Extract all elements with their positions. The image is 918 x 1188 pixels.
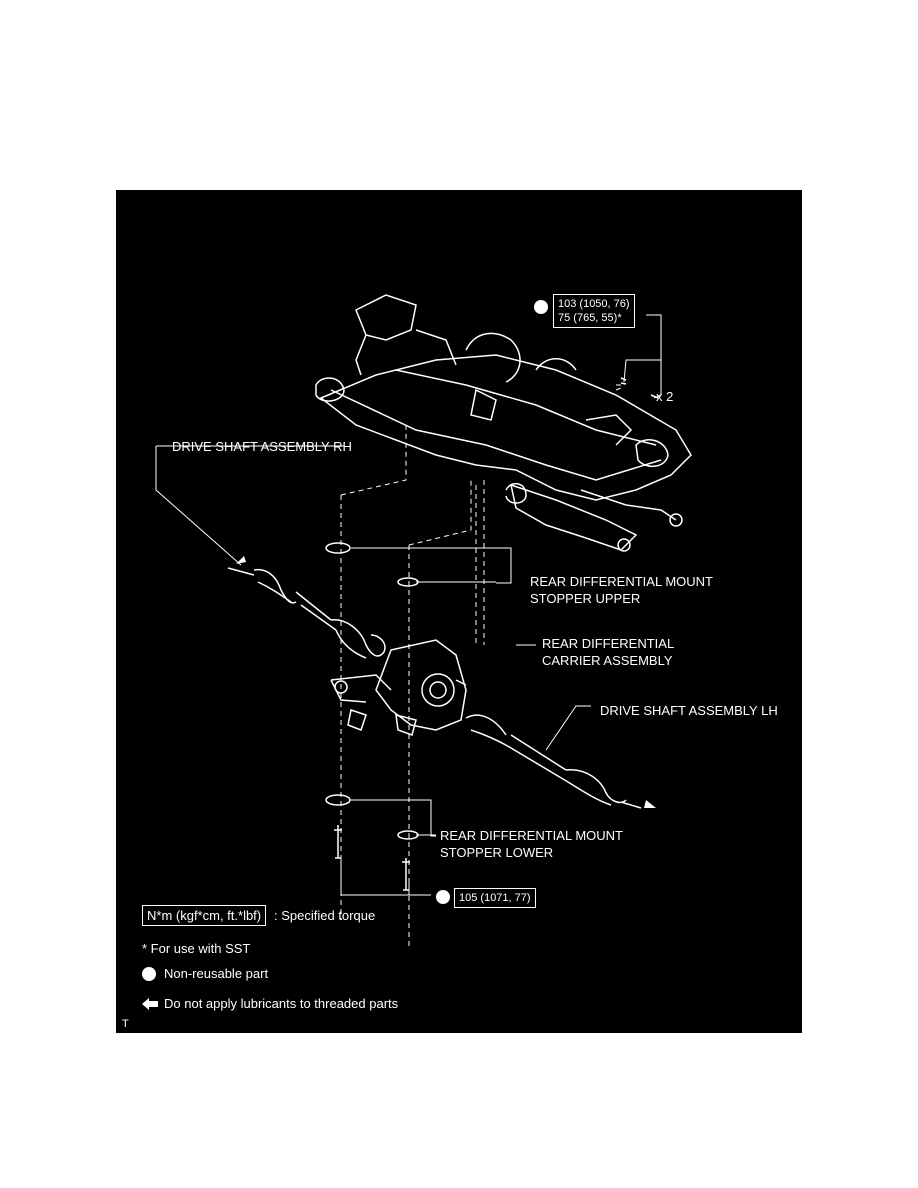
- upper-bolt-2: [650, 394, 659, 399]
- arrow-icon-rh: [236, 556, 246, 564]
- legend-torque-desc: : Specified torque: [274, 908, 376, 923]
- legend-arrow-icon: [142, 998, 158, 1010]
- diagram-panel: 103 (1050, 76) 75 (765, 55)* x 2 DRIVE S…: [116, 190, 802, 1033]
- legend-non-reusable-icon: [142, 967, 156, 981]
- legend-torque-unit: N*m (kgf*cm, ft.*lbf): [142, 905, 267, 926]
- drive-shaft-rh: [227, 567, 386, 659]
- label-stopper-upper-1: REAR DIFFERENTIAL MOUNT: [530, 574, 713, 589]
- non-reusable-icon-upper: [534, 300, 548, 314]
- arrow-icon-lh: [644, 800, 656, 808]
- label-stopper-lower-1: REAR DIFFERENTIAL MOUNT: [440, 828, 623, 843]
- stopper-lower-washer-2: [397, 830, 419, 840]
- label-stopper-upper-2: STOPPER UPPER: [530, 591, 641, 606]
- bolt-qty: x 2: [656, 389, 674, 404]
- torque-upper-line1: 103 (1050, 76): [558, 298, 630, 310]
- rear-suspension-member: [315, 294, 692, 552]
- label-drive-shaft-rh: DRIVE SHAFT ASSEMBLY RH: [172, 439, 352, 454]
- label-stopper-lower-2: STOPPER LOWER: [440, 845, 554, 860]
- stopper-upper-washer-1: [325, 542, 351, 554]
- stopper-lower-washer-1: [325, 794, 351, 806]
- leader-lines: [155, 314, 662, 896]
- label-carrier-2: CARRIER ASSEMBLY: [542, 653, 673, 668]
- exploded-view-drawing: [155, 294, 692, 950]
- non-reusable-icon-lower: [436, 890, 450, 904]
- upper-bolt: [620, 377, 627, 385]
- torque-box-lower: 105 (1071, 77): [454, 888, 536, 908]
- differential-carrier: [330, 639, 467, 736]
- legend-non-reusable: Non-reusable part: [164, 966, 269, 981]
- torque-upper-line2: 75 (765, 55)*: [558, 312, 622, 324]
- label-carrier-1: REAR DIFFERENTIAL: [542, 636, 675, 651]
- stopper-upper-washer-2: [397, 577, 419, 587]
- lower-bolt-2: [402, 858, 410, 891]
- drive-shaft-lh: [465, 714, 642, 809]
- label-drive-shaft-lh: DRIVE SHAFT ASSEMBLY LH: [600, 703, 778, 718]
- legend-sst-note: * For use with SST: [142, 941, 251, 956]
- torque-box-upper: 103 (1050, 76) 75 (765, 55)*: [553, 294, 635, 328]
- corner-mark: T: [122, 1018, 129, 1030]
- lower-bolt-1: [334, 825, 342, 859]
- legend-no-lube: Do not apply lubricants to threaded part…: [164, 996, 399, 1011]
